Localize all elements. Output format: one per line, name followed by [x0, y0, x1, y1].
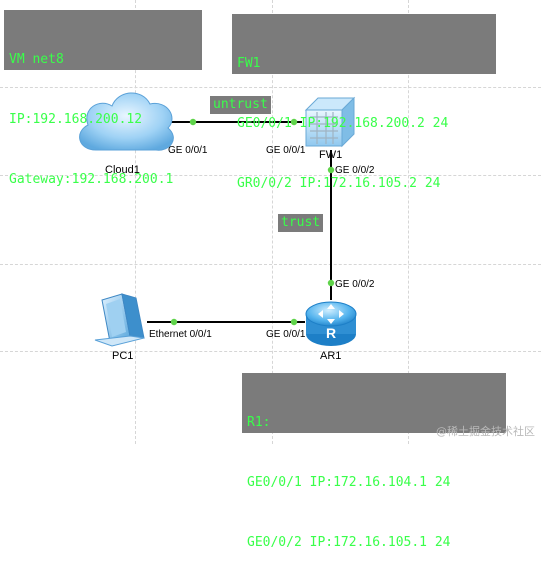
device-label-pc: PC1: [112, 350, 134, 362]
ar-info-line: GE0/0/1 IP:172.16.104.1 24: [247, 475, 451, 490]
zone-label-trust: trust: [278, 214, 324, 232]
firewall-icon[interactable]: [304, 96, 356, 148]
fw-info-box: FW1 GE0/0/1 IP:192.168.200.2 24 GR0/0/2 …: [232, 14, 496, 191]
watermark: @稀土掘金技术社区: [436, 425, 535, 438]
fw-info-line: GE0/0/1 IP:192.168.200.2 24: [237, 116, 449, 131]
port-label-ar-ge1: GE 0/0/1: [266, 329, 306, 340]
zone-label-untrust: untrust: [210, 96, 271, 114]
port-label-fw-ge2: GE 0/0/2: [335, 165, 375, 176]
vm-info-line: VM net8: [9, 52, 64, 67]
fw-info-line: FW1: [237, 56, 261, 71]
vm-info-line: IP:192.168.200.12: [9, 112, 143, 127]
grid-line: [0, 87, 541, 88]
grid-line: [0, 175, 541, 176]
ar-info-line: R1:: [247, 415, 271, 430]
port-dot: [170, 318, 178, 326]
router-icon[interactable]: R: [305, 301, 357, 346]
port-label-cloud-ge: GE 0/0/1: [168, 145, 208, 156]
vm-info-box: VM net8 IP:192.168.200.12 Gateway:192.16…: [4, 10, 202, 187]
device-label-cloud: Cloud1: [105, 164, 140, 176]
pc-icon[interactable]: [94, 293, 145, 347]
port-dot: [327, 166, 335, 174]
grid-line: [0, 264, 541, 265]
grid-line: [135, 0, 136, 444]
device-label-router: AR1: [320, 350, 342, 362]
grid-line: [408, 0, 409, 444]
port-dot: [290, 118, 298, 126]
fw-info-line: GR0/0/2 IP:172.16.105.2 24: [237, 176, 441, 191]
port-label-ar-ge2: GE 0/0/2: [335, 279, 375, 290]
port-dot: [327, 279, 335, 287]
grid-line: [0, 351, 541, 352]
port-dot: [189, 118, 197, 126]
device-label-firewall: FW1: [319, 149, 343, 161]
router-glyph: R: [326, 325, 336, 341]
port-label-pc-eth: Ethernet 0/0/1: [149, 329, 212, 340]
port-label-fw-ge1: GE 0/0/1: [266, 145, 306, 156]
topology-diagram: R: [79, 92, 357, 347]
ar-info-line: GE0/0/2 IP:172.16.105.1 24: [247, 535, 451, 550]
cloud-icon[interactable]: [79, 92, 174, 151]
grid-line: [272, 0, 273, 444]
port-dot: [290, 318, 298, 326]
vm-info-line: Gateway:192.168.200.1: [9, 172, 174, 187]
